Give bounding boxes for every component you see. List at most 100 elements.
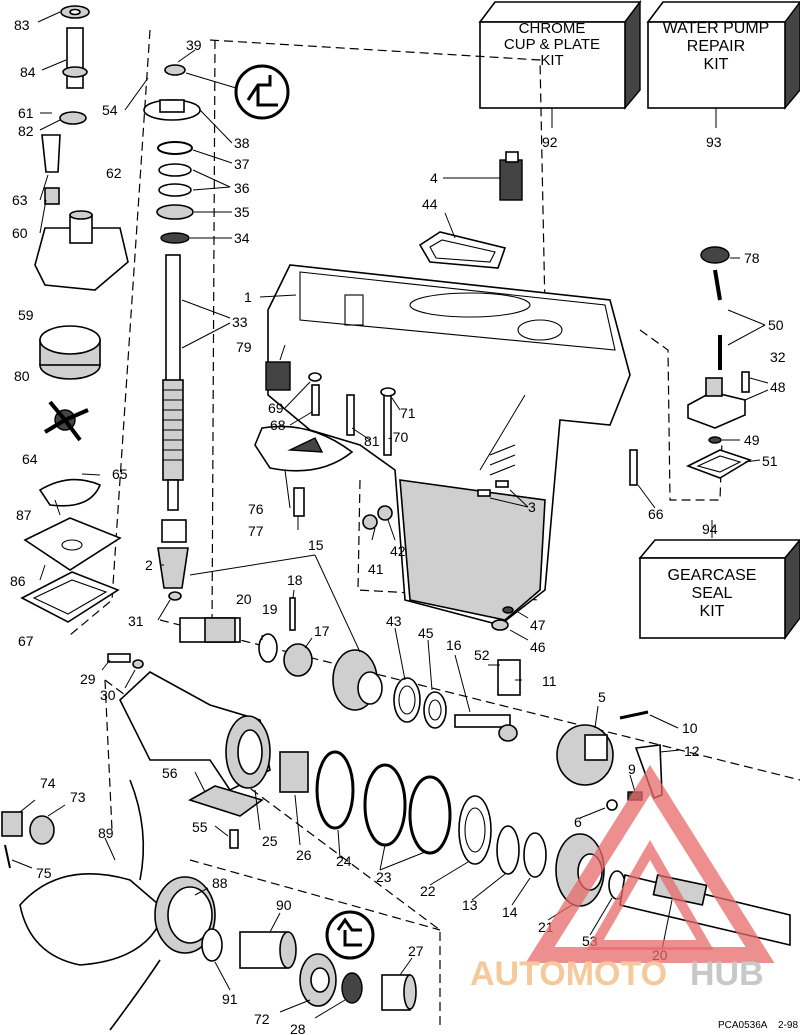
part-73-washer — [29, 815, 55, 845]
kit-water-line1: WATER PUMP — [663, 20, 770, 37]
part-74-nut — [1, 811, 23, 837]
callout-84: 84 — [20, 64, 36, 80]
callout-29: 29 — [80, 671, 96, 687]
kit-gearcase-line2: SEAL — [692, 585, 733, 602]
part-46-screw — [491, 619, 509, 631]
callout-39: 39 — [186, 37, 202, 53]
callout-20a: 20 — [236, 591, 252, 607]
callout-93: 93 — [706, 134, 722, 150]
callout-47: 47 — [530, 617, 546, 633]
part-37-oring — [157, 141, 193, 155]
callout-80: 80 — [14, 368, 30, 384]
kit-gearcase-line3: KIT — [700, 603, 725, 620]
callout-73: 73 — [70, 789, 86, 805]
callout-61: 61 — [18, 105, 34, 121]
kit-chrome-line2: CUP & PLATE — [504, 36, 600, 53]
footer-date: 2-98 — [778, 1020, 798, 1031]
leader-lines — [11, 11, 769, 1019]
callout-22: 22 — [420, 883, 436, 899]
part-69-washer — [308, 372, 322, 382]
callout-6: 6 — [574, 814, 582, 830]
kit-chrome-line1: CHROME — [519, 20, 586, 37]
part-86-plate — [23, 517, 122, 571]
callout-79: 79 — [236, 339, 252, 355]
callout-34: 34 — [234, 230, 250, 246]
part-55-screw — [229, 829, 239, 849]
part-2-bearing-pinion — [157, 519, 189, 589]
callout-24: 24 — [336, 853, 352, 869]
callout-63: 63 — [12, 192, 28, 208]
kit-water-line3: KIT — [704, 56, 729, 73]
callout-75: 75 — [36, 865, 52, 881]
part-19-bearing — [258, 633, 278, 663]
part-87-gasket — [38, 478, 102, 507]
part-50-shift-rod — [713, 269, 722, 370]
part-10-pin — [619, 710, 649, 720]
part-76-trim-tab — [254, 425, 354, 472]
part-20-propshaft — [619, 874, 791, 947]
part-84-tube — [62, 27, 88, 89]
watermark-text-hub: HUB — [690, 955, 764, 993]
callout-23: 23 — [376, 869, 392, 885]
callout-31: 31 — [128, 613, 144, 629]
callout-70: -70 — [388, 429, 408, 445]
callout-67: 67 — [18, 633, 34, 649]
callout-42: 42 — [390, 543, 406, 559]
callout-69: 69 — [268, 400, 284, 416]
part-20-propshaft-short — [179, 617, 241, 643]
part-14-shim — [523, 832, 547, 878]
footer-code: PCA0536A — [718, 1020, 768, 1031]
part-83-cap — [60, 5, 90, 19]
part-72-thrust-washer — [299, 953, 337, 1007]
callout-27: 27 — [408, 943, 424, 959]
part-22-shim — [458, 795, 492, 865]
callout-92: 92 — [542, 134, 558, 150]
driveshaft-splines — [163, 389, 183, 461]
callout-13: 13 — [462, 897, 478, 913]
part-51-gasket — [686, 449, 752, 479]
callout-28: 28 — [290, 1021, 306, 1035]
callout-labels: 83 84 61 82 63 60 59 62 54 39 38 37 36 3… — [10, 17, 786, 1035]
part-25-bearing-carrier — [119, 671, 271, 792]
part-90-drive-sleeve — [239, 931, 297, 969]
callout-4: 4 — [430, 170, 438, 186]
callout-35: 35 — [234, 204, 250, 220]
callout-49: 49 — [744, 432, 760, 448]
part-3-screws — [477, 480, 509, 497]
callout-51: 51 — [762, 453, 778, 469]
callout-36: 36 — [234, 180, 250, 196]
part-82-grommet — [59, 111, 87, 125]
callout-88: 88 — [212, 875, 228, 891]
part-77-screw — [293, 487, 305, 517]
part-32-screw — [741, 371, 750, 393]
part-81-screw — [346, 394, 355, 436]
callout-90: 90 — [276, 897, 292, 913]
part-30-washer — [132, 659, 144, 669]
callout-19: 19 — [262, 601, 278, 617]
part-67-gasket — [20, 571, 120, 623]
callout-17: 17 — [314, 623, 330, 639]
part-36-seals — [158, 163, 192, 197]
part-71-washer — [380, 387, 396, 397]
callout-91: 91 — [222, 991, 238, 1007]
part-43-shim — [393, 677, 421, 723]
part-26-bearing — [279, 751, 309, 793]
part-45-washer — [423, 691, 447, 729]
part-17-clutch — [283, 643, 313, 677]
part-38-pump-plate — [143, 99, 201, 121]
callout-66: 66 — [648, 506, 664, 522]
callout-3: 3 — [528, 499, 536, 515]
part-13-washer — [496, 825, 520, 875]
callout-5: 5 — [598, 689, 606, 705]
callout-14: 14 — [502, 904, 518, 920]
part-80-impeller-ring — [39, 325, 101, 380]
callout-12: 12 — [684, 743, 700, 759]
callout-25: 25 — [262, 833, 278, 849]
callout-55: 55 — [192, 819, 208, 835]
callout-15: 15 — [308, 537, 324, 553]
callout-64: 64 — [22, 451, 38, 467]
